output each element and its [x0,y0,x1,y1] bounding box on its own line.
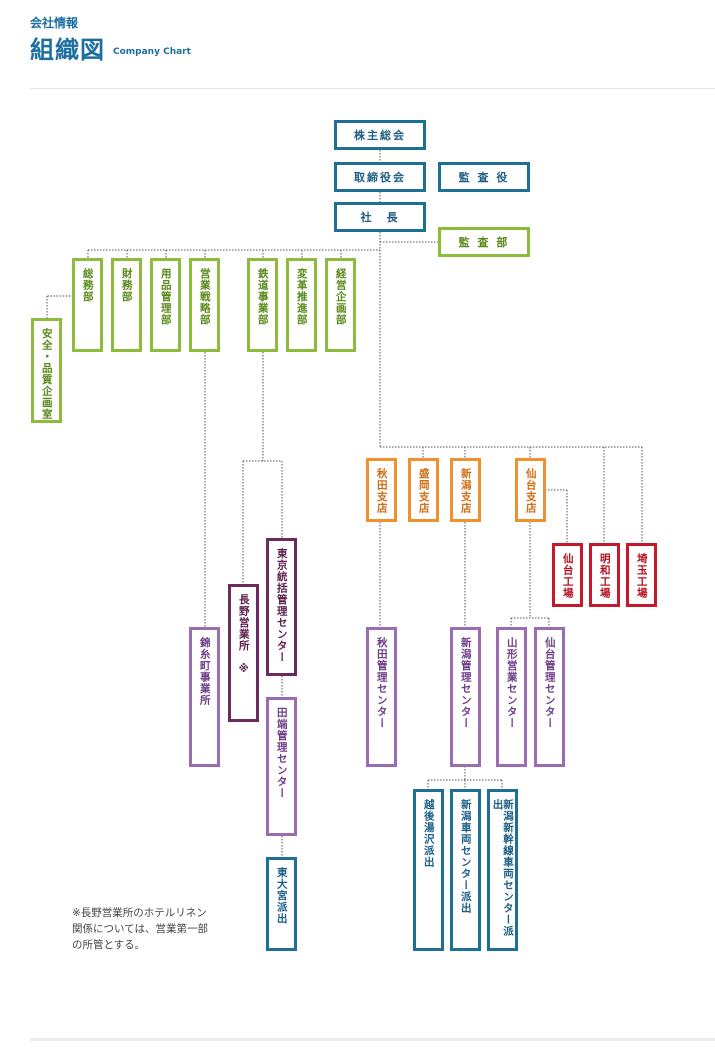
audit-department-box: 監 査 部 [438,227,530,257]
tabata-center-box: 田端管理センター [266,697,297,836]
akita-center-box: 秋田管理センター [366,627,397,767]
shareholders-meeting-box: 株主総会 [334,120,426,150]
tokyo-control-center-box: 東京統括管理センター [266,538,297,676]
sendai-branch-box: 仙台支店 [515,458,546,522]
top-divider [30,88,715,89]
page-title-english: Company Chart [113,47,191,57]
sendai-factory-box: 仙台工場 [552,543,583,607]
sendai-center-box: 仙台管理センター [534,627,565,767]
board-of-directors-box: 取締役会 [334,162,426,192]
morioka-branch-box: 盛岡支店 [408,458,439,522]
niigata-shinkansen-dispatch-box: 新潟新幹線車両センター派出 [487,789,518,951]
supplies-management-dept-box: 用品管理部 [150,258,181,352]
nagano-sales-office-box: 長野営業所 ※ [228,584,259,722]
corporate-planning-dept-box: 経営企画部 [325,258,356,352]
section-subtitle: 会社情報 [30,16,79,30]
niigata-branch-box: 新潟支店 [450,458,481,522]
echigo-yuzawa-dispatch-box: 越後湯沢派出 [413,789,444,951]
akita-branch-box: 秋田支店 [366,458,397,522]
president-box: 社 長 [334,202,426,232]
finance-dept-box: 財務部 [111,258,142,352]
reform-promotion-dept-box: 変革推進部 [286,258,317,352]
kinshicho-office-box: 錦糸町事業所 [189,627,220,767]
general-affairs-dept-box: 総務部 [72,258,103,352]
footnote: ※長野営業所のホテルリネン 関係については、営業第一部 の所管とする。 [72,907,208,951]
bottom-divider [30,1038,715,1041]
safety-quality-office-box: 安全・品質企画室 [31,318,62,423]
niigata-vehicle-dispatch-box: 新潟車両センター派出 [450,789,481,951]
meiwa-factory-box: 明和工場 [589,543,620,607]
auditor-box: 監 査 役 [438,162,530,192]
saitama-factory-box: 埼玉工場 [626,543,657,607]
sales-strategy-dept-box: 営業戦略部 [189,258,220,352]
page-title: 組織図 [30,36,105,64]
railway-business-dept-box: 鉄道事業部 [247,258,278,352]
higashiomiya-dispatch-box: 東大宮派出 [266,857,297,951]
niigata-center-box: 新潟管理センター [450,627,481,767]
yamagata-sales-center-box: 山形営業センター [496,627,527,767]
